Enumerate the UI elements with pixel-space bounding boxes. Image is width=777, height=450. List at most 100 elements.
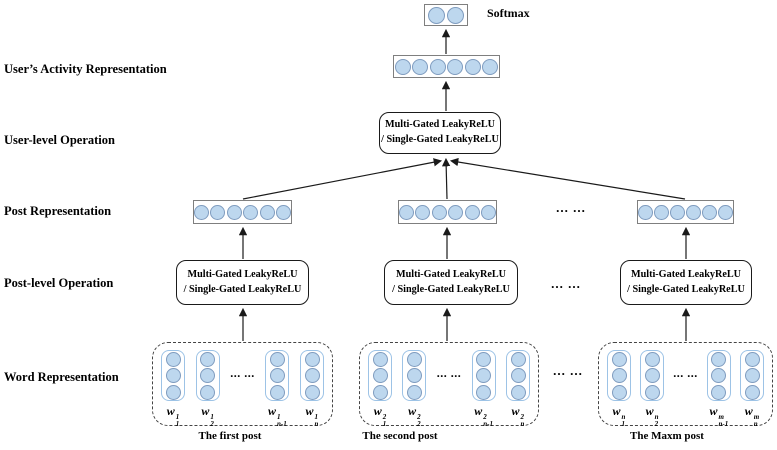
neuron-circle — [165, 351, 181, 367]
ellipsis-word-groups: ... ... — [553, 363, 583, 378]
arrow-post1-to-userop — [242, 158, 443, 200]
post-level-operation-box-3: Multi-Gated LeakyReLU / Single-Gated Lea… — [620, 260, 752, 305]
neuron-circle — [476, 351, 492, 367]
caption-second-post: The second post — [362, 430, 438, 442]
neuron-circle — [654, 204, 669, 220]
softmax-label: Softmax — [487, 6, 530, 20]
neuron-circle — [406, 351, 422, 367]
operation-line1: Multi-Gated LeakyReLU — [630, 268, 742, 280]
neuron-circle — [481, 204, 497, 220]
post-representation-box-2 — [398, 200, 497, 224]
neuron-circle — [394, 58, 411, 75]
neuron-circle — [269, 368, 285, 383]
neuron-circle — [210, 204, 226, 220]
caption-first-post: The first post — [198, 430, 262, 442]
neuron-circle — [431, 204, 447, 220]
neuron-circle — [670, 204, 685, 220]
neuron-circle — [611, 384, 627, 400]
neuron-circle — [372, 351, 388, 367]
post-representation-box-3 — [637, 200, 734, 224]
post-representation-box-1 — [193, 200, 292, 224]
neuron-circle — [226, 204, 242, 220]
neuron-circle — [304, 351, 320, 367]
caption-maxm-post: The Maxm post — [630, 430, 704, 442]
word-vector — [402, 350, 427, 401]
neuron-circle — [415, 204, 431, 220]
neuron-circle — [482, 58, 499, 75]
neuron-circle — [447, 58, 464, 75]
ellipsis-words: ... ... — [230, 366, 255, 380]
neuron-circle — [702, 204, 717, 220]
ellipsis-words: ... ... — [436, 366, 462, 380]
neuron-circle — [243, 204, 259, 220]
neuron-circle — [406, 368, 422, 383]
neuron-circle — [372, 368, 388, 383]
neuron-circle — [510, 384, 526, 400]
neuron-circle — [644, 384, 660, 400]
neuron-circle — [711, 368, 727, 383]
neuron-circle — [644, 351, 660, 367]
neuron-circle — [476, 384, 492, 400]
neuron-circle — [476, 368, 492, 383]
operation-line1: Multi-Gated LeakyReLU — [395, 268, 507, 280]
neuron-circle — [276, 204, 292, 220]
neuron-circle — [429, 58, 446, 75]
neuron-circle — [744, 384, 760, 400]
neuron-circle — [304, 368, 320, 383]
neuron-circle — [269, 351, 285, 367]
neuron-circle — [464, 58, 481, 75]
neuron-circle — [372, 384, 388, 400]
softmax-output-box — [424, 4, 468, 26]
neuron-circle — [718, 204, 733, 220]
neuron-circle — [165, 384, 181, 400]
ellipsis-words: ... ... — [673, 366, 698, 380]
neuron-circle — [464, 204, 480, 220]
neuron-circle — [448, 204, 464, 220]
label-post-level-operation: Post-level Operation — [4, 276, 114, 290]
operation-line1: Multi-Gated LeakyReLU — [187, 268, 298, 280]
word-vector — [195, 350, 220, 401]
word-vector — [706, 350, 731, 401]
word-vector — [607, 350, 631, 401]
word-vector — [265, 350, 290, 401]
neuron-circle — [686, 204, 701, 220]
neuron-circle — [304, 384, 320, 400]
neuron-circle — [744, 368, 760, 383]
word-vector — [161, 350, 185, 401]
label-user-activity-representation: User’s Activity Representation — [4, 62, 167, 76]
word-vector — [368, 350, 392, 401]
neuron-circle — [412, 58, 429, 75]
operation-line2: / Single-Gated LeakyReLU — [381, 134, 499, 145]
neuron-circle — [165, 368, 181, 383]
neuron-circle — [744, 351, 760, 367]
neuron-circle — [193, 204, 209, 220]
ellipsis-post-representation: ... ... — [556, 200, 586, 215]
word-vector — [640, 350, 665, 401]
neuron-circle — [200, 368, 216, 383]
arrow-post2-to-userop — [441, 157, 451, 200]
neuron-circle — [200, 351, 216, 367]
operation-line2: / Single-Gated LeakyReLU — [627, 283, 745, 295]
user-level-operation-box: Multi-Gated LeakyReLU / Single-Gated Lea… — [379, 112, 501, 154]
